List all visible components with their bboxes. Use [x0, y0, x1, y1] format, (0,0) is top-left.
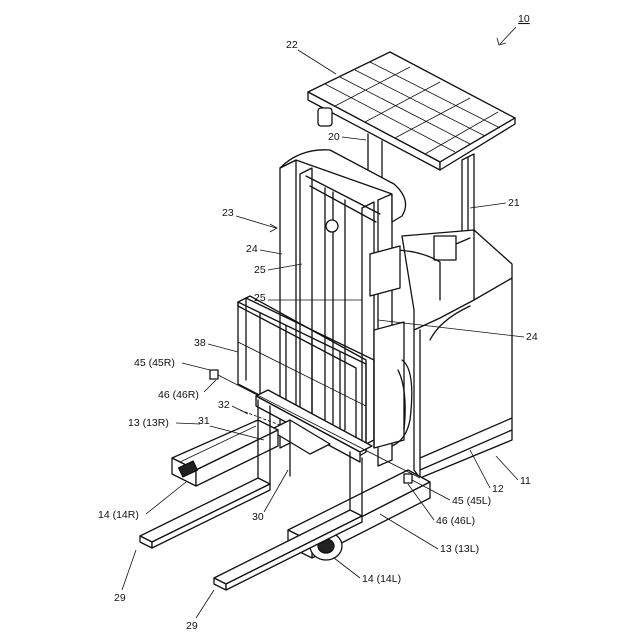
- label-21: 21: [508, 197, 520, 209]
- label-31: 31: [198, 415, 210, 427]
- label-45-right: 45 (45R): [134, 357, 175, 369]
- label-14-left: 14 (14L): [362, 573, 401, 585]
- left-fork-tine: [214, 452, 362, 590]
- label-29-right: 29: [114, 592, 126, 604]
- label-25-lower: 25: [254, 292, 266, 304]
- label-25-upper: 25: [254, 264, 266, 276]
- label-12: 12: [492, 483, 504, 495]
- label-24-upper: 24: [246, 243, 258, 255]
- label-23: 23: [222, 207, 234, 219]
- label-32: 32: [218, 399, 230, 411]
- label-30: 30: [252, 511, 264, 523]
- ref-10-marker: 10: [497, 13, 530, 45]
- label-22: 22: [286, 39, 298, 51]
- label-45-left: 45 (45L): [452, 495, 491, 507]
- label-13-right: 13 (13R): [128, 417, 169, 429]
- ref-10-label: 10: [518, 13, 530, 25]
- overhead-guard: [308, 52, 515, 170]
- label-46-right: 46 (46R): [158, 389, 199, 401]
- label-46-left: 46 (46L): [436, 515, 475, 527]
- vehicle-body: [392, 230, 512, 478]
- label-24-lower: 24: [526, 331, 538, 343]
- label-13-left: 13 (13L): [440, 543, 479, 555]
- label-14-right: 14 (14R): [98, 509, 139, 521]
- label-20: 20: [328, 131, 340, 143]
- label-11: 11: [520, 475, 531, 487]
- label-29-left: 29: [186, 620, 198, 632]
- label-38: 38: [194, 337, 206, 349]
